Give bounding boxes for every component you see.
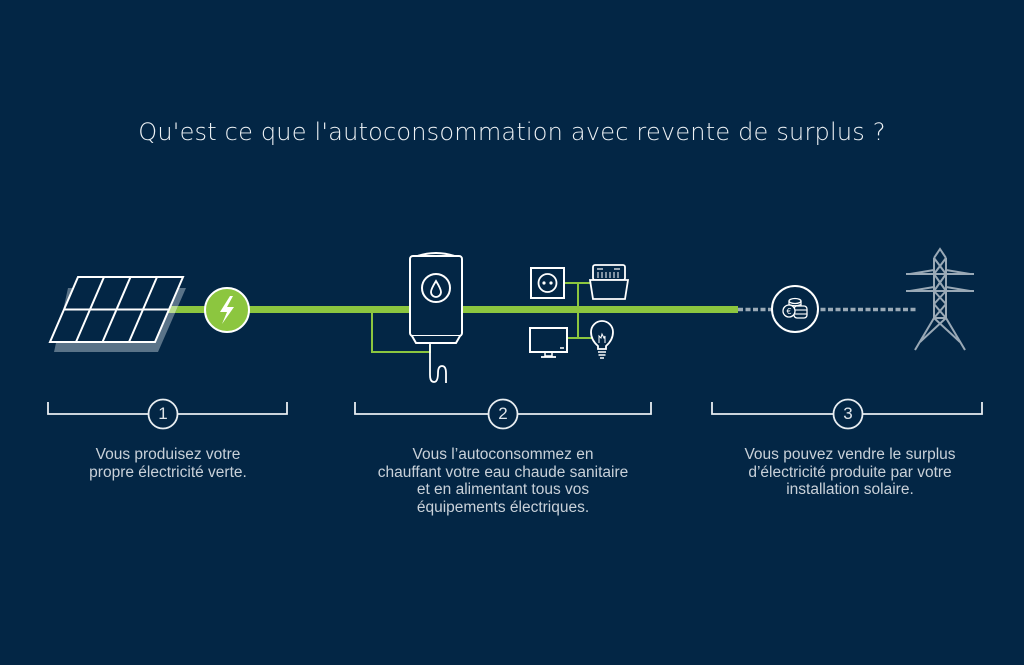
lightning-bolt-icon <box>204 287 250 333</box>
solar-panel-icon <box>48 276 186 352</box>
step-bracket-2 <box>354 398 652 430</box>
step-2-line-1: Vous l’autoconsommez en <box>412 446 594 463</box>
page-title: Qu'est ce que l'autoconsommation avec re… <box>138 118 886 146</box>
step-bracket-3 <box>711 398 983 430</box>
appliance-connectors <box>565 282 595 339</box>
step-2-line-3: et en alimentant tous vos <box>416 481 590 498</box>
step-description-2: Vous l’autoconsommez en chauffant votre … <box>340 446 666 516</box>
step-description-1: Vous produisez votre propre électricité … <box>48 446 288 481</box>
step-3-line-3: installation solaire. <box>786 481 914 498</box>
step-number-3: 3 <box>843 404 853 423</box>
power-pylon-icon <box>906 247 974 351</box>
step-2-line-4: équipements électriques. <box>416 498 590 516</box>
euro-coins-icon: € <box>771 285 819 333</box>
dishwasher-icon <box>588 264 630 300</box>
step-bracket-1 <box>47 398 288 430</box>
step-number-2: 2 <box>498 404 508 423</box>
svg-text:€: € <box>786 307 791 316</box>
step-description-3: Vous pouvez vendre le surplus d’électric… <box>700 446 1000 499</box>
step-1-line-2: propre électricité verte. <box>89 463 247 481</box>
light-bulb-icon <box>590 320 614 359</box>
step-3-line-1: Vous pouvez vendre le surplus <box>744 446 956 463</box>
step-1-line-1: Vous produisez votre <box>95 446 241 463</box>
step-number-1: 1 <box>158 404 168 423</box>
television-icon <box>529 327 568 358</box>
power-outlet-icon <box>530 267 565 299</box>
step-3-line-2: d’électricité produite par votre <box>748 463 952 481</box>
step-2-line-2: chauffant votre eau chaude sanitaire <box>377 463 629 481</box>
water-heater-icon <box>409 252 463 383</box>
